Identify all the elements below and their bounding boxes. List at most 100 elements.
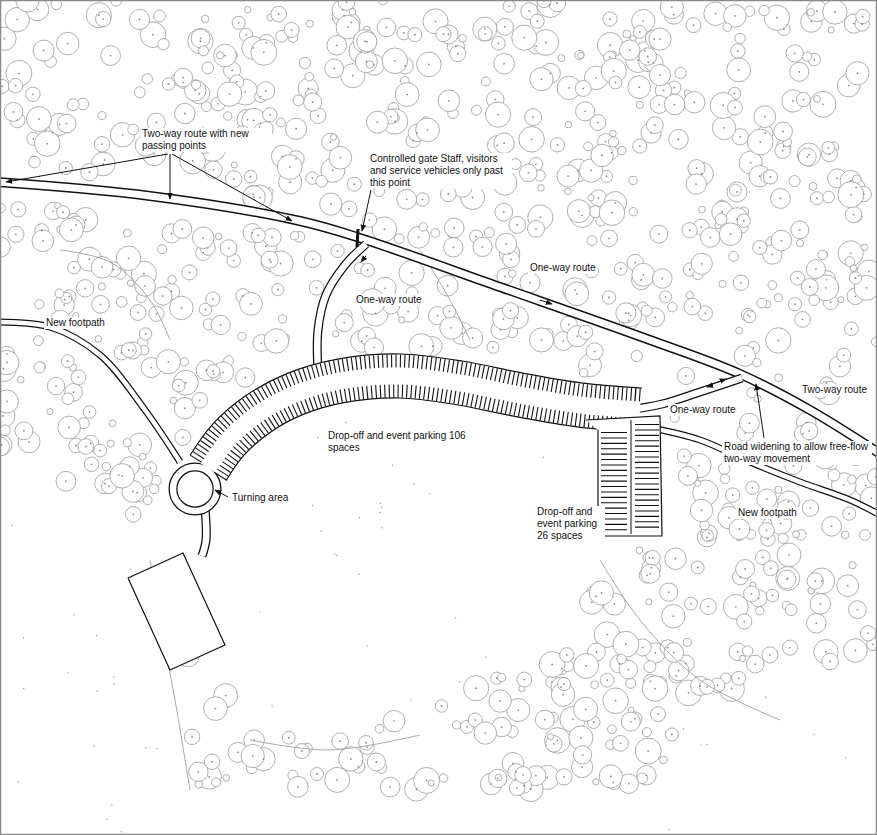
tree-symbol: [593, 779, 599, 785]
tree-symbol: [584, 142, 593, 151]
tree-centre: [428, 63, 430, 65]
tree-symbol: [856, 9, 870, 23]
tree-symbol: [207, 365, 220, 378]
tree-centre: [366, 41, 368, 43]
tree-centre: [748, 422, 750, 424]
tree-symbol: [29, 156, 41, 168]
tree-centre: [297, 786, 299, 788]
tree-centre: [825, 651, 827, 653]
tree-symbol: [96, 11, 111, 26]
tree-symbol: [645, 550, 660, 565]
tree-symbol: [587, 236, 597, 246]
route-label: One-way route: [354, 294, 424, 306]
tree-centre: [625, 312, 627, 314]
tree-centre: [213, 169, 215, 171]
leader-arrow: [170, 154, 171, 199]
tree-symbol: [641, 305, 652, 316]
ground-dot: [392, 465, 393, 466]
tree-centre: [793, 465, 795, 467]
tree-symbol: [549, 0, 566, 12]
tree-centre: [118, 474, 120, 476]
ground-dot: [271, 705, 272, 706]
tree-centre: [693, 101, 695, 103]
tree-symbol: [366, 61, 373, 68]
route-label: Two-way route: [800, 384, 869, 396]
tree-centre: [265, 90, 267, 92]
tree-symbol: [211, 315, 230, 334]
tree-symbol: [94, 444, 107, 457]
tree-symbol: [366, 111, 388, 133]
tree-centre: [739, 528, 741, 530]
tree-symbol: [636, 547, 643, 554]
tree-symbol: [149, 306, 164, 321]
tree-symbol: [621, 712, 640, 731]
tree-centre: [17, 119, 19, 121]
tree-centre: [601, 155, 603, 157]
ground-dot: [706, 744, 707, 745]
tree-centre: [585, 708, 587, 710]
tree-symbol: [201, 15, 209, 23]
tree-centre: [867, 632, 869, 634]
tree-symbol: [807, 573, 823, 589]
tree-centre: [23, 430, 25, 432]
tree-centre: [535, 45, 537, 47]
tree-centre: [545, 42, 547, 44]
tree-symbol: [739, 413, 759, 433]
tree-centre: [182, 77, 184, 79]
tree-centre: [770, 567, 772, 569]
tree-centre: [549, 4, 551, 6]
tree-centre: [475, 687, 477, 689]
tree-symbol: [341, 201, 357, 217]
tree-centre: [503, 211, 505, 213]
ground-dot: [381, 507, 382, 508]
tree-centre: [236, 81, 238, 83]
tree-centre: [611, 152, 613, 154]
tree-centre: [634, 718, 636, 720]
tree-centre: [857, 609, 859, 611]
tree-centre: [199, 399, 201, 401]
tree-symbol: [800, 422, 817, 439]
tree-centre: [343, 15, 345, 17]
tree-symbol: [231, 162, 237, 168]
tree-centre: [750, 162, 752, 164]
tree-symbol: [139, 328, 151, 340]
tree-centre: [484, 33, 486, 35]
tree-symbol: [304, 251, 321, 268]
tree-centre: [721, 211, 723, 213]
tree-centre: [758, 597, 760, 599]
tree-centre: [646, 574, 648, 576]
tree-centre: [580, 737, 582, 739]
tree-centre: [866, 287, 868, 289]
tree-centre: [536, 20, 538, 22]
tree-symbol: [646, 117, 663, 134]
tree-centre: [132, 350, 134, 352]
tree-symbol: [377, 18, 396, 37]
tree-centre: [404, 65, 406, 67]
tree-symbol: [0, 437, 9, 456]
tree-centre: [189, 272, 191, 274]
tree-symbol: [660, 756, 668, 764]
tree-centre: [639, 145, 641, 147]
tree-symbol: [399, 260, 424, 285]
tree-symbol: [628, 76, 651, 99]
tree-centre: [642, 20, 644, 22]
tree-symbol: [101, 46, 121, 66]
tree-centre: [348, 208, 350, 210]
tree-symbol: [565, 188, 572, 195]
footpath-label: New footpath: [44, 317, 107, 329]
tree-centre: [394, 60, 396, 62]
tree-symbol: [35, 300, 44, 309]
tree-symbol: [686, 174, 706, 194]
tree-centre: [855, 277, 857, 279]
tree-centre: [503, 142, 505, 144]
tree-symbol: [701, 228, 721, 248]
tree-centre: [744, 568, 746, 570]
tree-centre: [734, 15, 736, 17]
tree-centre: [132, 513, 134, 515]
tree-symbol: [646, 599, 652, 605]
road: [317, 244, 366, 372]
ground-dot: [543, 457, 544, 458]
parking-label: Drop-off and event parking 26 spaces: [535, 506, 605, 542]
tree-symbol: [734, 345, 755, 366]
tree-centre: [102, 18, 104, 20]
